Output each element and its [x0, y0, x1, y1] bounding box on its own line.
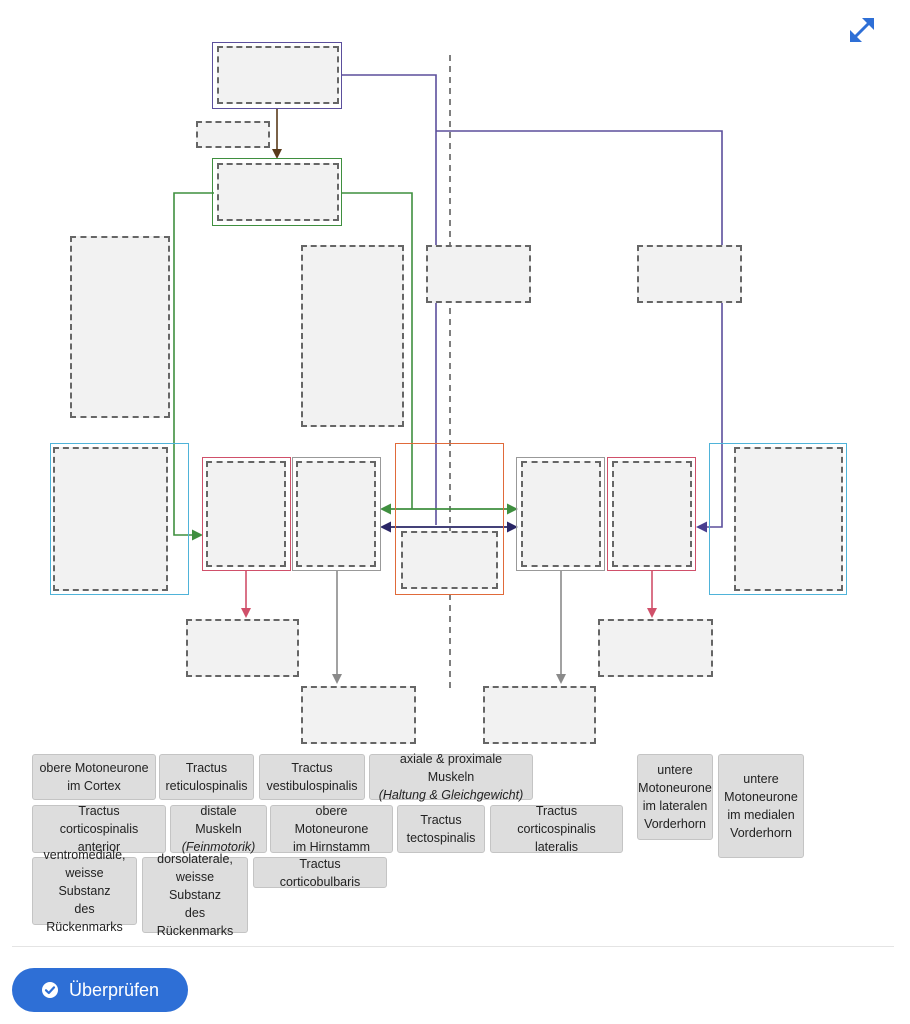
chip-label-line: des Rückenmarks	[156, 906, 234, 938]
dropzone-right-white-matter[interactable]	[734, 447, 843, 591]
chip-label-line: Rückenmarks	[46, 920, 123, 934]
chip-tractus-corticobulbaris[interactable]: Tractus corticobulbaris	[253, 855, 387, 891]
dropzone-left-tall-2[interactable]	[301, 245, 404, 427]
chip-label-line: Motoneurone	[724, 790, 798, 804]
chip-label-line: ventromediale,	[43, 848, 126, 862]
chip-tractus-corticospinalis-lateralis[interactable]: Tractus corticospinalis lateralis	[490, 802, 623, 856]
chip-label-line: Tractus	[291, 761, 333, 775]
chip-label-line: axiale & proximale Muskeln	[399, 752, 503, 784]
chip-label-line: anterior	[77, 840, 121, 854]
chip-label-line: lateralis	[534, 840, 579, 854]
chip-label-line: dorsolaterale,	[157, 852, 233, 866]
cortex-line-medial	[342, 74, 437, 525]
chip-distale-muskeln[interactable]: distale Muskeln (Feinmotorik)	[170, 802, 267, 856]
chip-label: obere Motoneurone im Cortex	[39, 759, 148, 795]
frame-brainstem	[212, 158, 342, 226]
chip-label: Tractus vestibulospinalis	[266, 759, 357, 795]
frame-right-lateral	[607, 457, 696, 571]
diagram-canvas	[173, 55, 723, 688]
chip-label-line: Tractus corticobulbaris	[279, 856, 361, 889]
chip-label-line: reticulospinalis	[165, 779, 248, 793]
chip-label-line: im lateralen	[642, 799, 708, 813]
dropzone-left-muscle-axial[interactable]	[301, 686, 416, 744]
dropzone-center[interactable]	[401, 531, 498, 589]
chip-obere-motoneurone-hirnstamm[interactable]: obere Motoneurone im Hirnstamm	[270, 802, 393, 856]
chip-label-line: Tractus	[185, 761, 228, 775]
chip-label: obere Motoneurone im Hirnstamm	[277, 802, 386, 856]
chip-axiale-proximale-muskeln[interactable]: axiale & proximale Muskeln (Haltung & Gle…	[369, 752, 533, 802]
chip-label-line: untere	[743, 772, 779, 786]
chip-label-line: (Haltung & Gleichgewicht)	[378, 788, 524, 802]
dropzone-left-white-matter[interactable]	[53, 447, 168, 591]
frame-left-lateral	[202, 457, 291, 571]
chip-label-line: Tractus	[420, 813, 462, 827]
chip-tractus-tectospinalis[interactable]: Tractus tectospinalis	[397, 805, 485, 853]
frame-right-medial	[516, 457, 605, 571]
dropzone-right-muscle-axial[interactable]	[483, 686, 596, 744]
frame-left-medial	[292, 457, 381, 571]
chip-label-line: weisse Substanz	[168, 870, 222, 902]
chip-label-line: Vorderhorn	[730, 826, 792, 840]
check-circle-icon	[41, 981, 59, 999]
chip-label: Tractus reticulospinalis	[166, 759, 248, 795]
dropzone-cortex-label[interactable]	[196, 121, 270, 148]
chip-label: axiale & proximale Muskeln (Haltung & Gle…	[376, 750, 526, 804]
dropzone-left-lateral-horn[interactable]	[206, 461, 286, 567]
dropzone-right-medial-horn[interactable]	[521, 461, 601, 567]
brainstem-line-left	[173, 192, 214, 541]
chip-label: Tractus corticospinalis lateralis	[497, 802, 616, 856]
chip-label: Tractus tectospinalis	[407, 811, 476, 847]
check-button[interactable]: Überprüfen	[12, 968, 188, 1012]
dropzone-left-medial-horn[interactable]	[296, 461, 376, 567]
cortex-line-lateral	[436, 130, 723, 533]
chip-label-line: des	[74, 902, 95, 916]
chip-label: Tractus corticospinalis anterior	[39, 802, 159, 856]
section-divider	[12, 946, 894, 947]
chip-label-line: im medialen	[727, 808, 795, 822]
chip-label-line: tectospinalis	[406, 831, 476, 845]
chip-label: Tractus corticobulbaris	[260, 855, 380, 891]
chip-label-line: obere Motoneurone	[294, 804, 369, 836]
chip-label-line: weisse Substanz	[58, 866, 111, 898]
dropzone-brainstem[interactable]	[217, 163, 339, 221]
chip-label-line: untere	[657, 763, 693, 777]
chip-label-line: Motoneurone	[638, 781, 712, 795]
chip-tractus-reticulospinalis[interactable]: Tractus reticulospinalis	[159, 754, 254, 800]
chip-label-line: distale Muskeln	[195, 804, 242, 836]
chip-label-line: Tractus corticospinalis	[59, 804, 139, 836]
chip-label: distale Muskeln (Feinmotorik)	[177, 802, 260, 856]
chip-label: dorsolaterale, weisse Substanz des Rückenm…	[149, 850, 241, 940]
check-button-label: Überprüfen	[68, 979, 160, 1000]
chip-label-line: (Feinmotorik)	[181, 840, 256, 854]
frame-center	[395, 443, 504, 595]
dropzone-right-lateral-horn[interactable]	[612, 461, 692, 567]
chip-label-line: Vorderhorn	[644, 817, 706, 831]
chip-label-line: im Hirnstamm	[292, 840, 371, 854]
brainstem-line-right	[342, 192, 413, 509]
frame-right-ventromedial	[709, 443, 847, 595]
dropzone-right-muscle-distal[interactable]	[598, 619, 713, 677]
chip-tractus-vestibulospinalis[interactable]: Tractus vestibulospinalis	[259, 754, 365, 800]
fullscreen-expand-icon[interactable]	[846, 14, 878, 46]
chip-label-line: im Cortex	[67, 779, 121, 793]
dropzone-cortex[interactable]	[217, 46, 339, 104]
chip-label-line: Tractus corticospinalis	[517, 804, 596, 836]
dropzone-left-tall-1[interactable]	[70, 236, 170, 418]
dropzone-left-muscle-distal[interactable]	[186, 619, 299, 677]
chip-tractus-corticospinalis-anterior[interactable]: Tractus corticospinalis anterior	[32, 802, 166, 856]
chip-dorsolaterale-weisse-substanz[interactable]: dorsolaterale, weisse Substanz des Rückenm…	[142, 852, 248, 938]
frame-cortex	[212, 42, 342, 109]
chip-label-line: obere Motoneurone	[39, 761, 149, 775]
chip-label-line: vestibulospinalis	[266, 779, 358, 793]
dropzone-tract-center[interactable]	[426, 245, 531, 303]
chip-obere-motoneurone-cortex[interactable]: obere Motoneurone im Cortex	[32, 754, 156, 800]
frame-left-ventromedial	[50, 443, 189, 595]
dropzone-tract-right[interactable]	[637, 245, 742, 303]
